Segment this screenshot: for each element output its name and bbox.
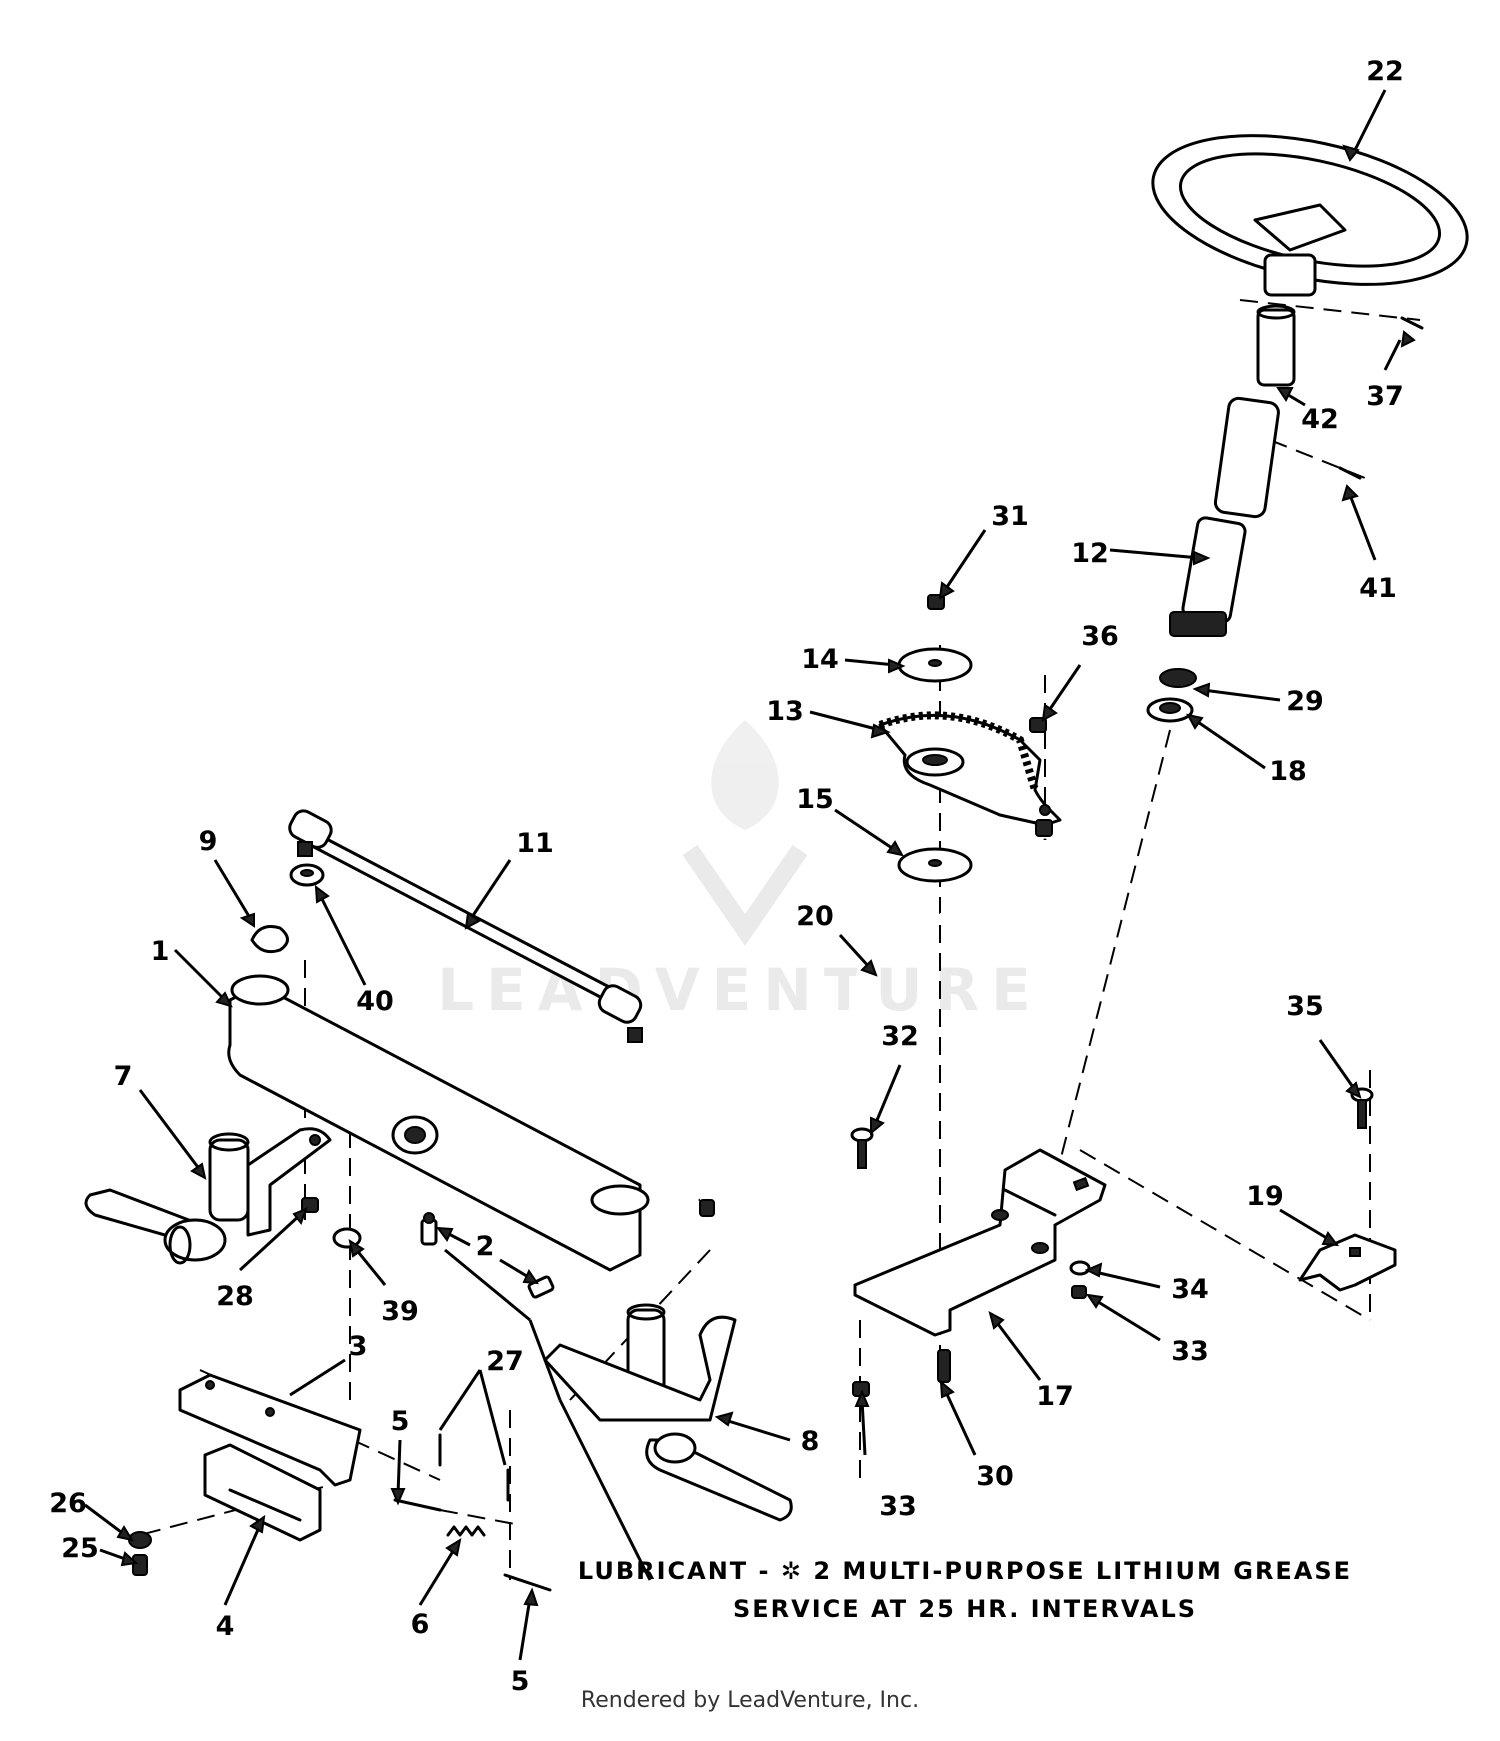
- steering-tube: [1213, 396, 1280, 519]
- callout-40: 40: [356, 986, 394, 1017]
- callout-8: 8: [801, 1426, 820, 1457]
- tie-rod: [288, 809, 643, 1043]
- spindle-right: [543, 1303, 793, 1522]
- washer-15: [897, 847, 973, 883]
- callout-5-lower: 5: [511, 1666, 530, 1697]
- callout-13: 13: [766, 696, 804, 727]
- washer-14: [897, 647, 973, 683]
- grease-fitting-1: [420, 1212, 438, 1246]
- lubricant-note: LUBRICANT - ✲ 2 MULTI-PURPOSE LITHIUM GR…: [577, 1557, 1353, 1585]
- callout-37: 37: [1366, 381, 1404, 412]
- callout-30: 30: [976, 1461, 1014, 1492]
- callout-27: 27: [486, 1346, 524, 1377]
- footer-credit: Rendered by LeadVenture, Inc.: [580, 1688, 920, 1713]
- bolt-32: [850, 1127, 874, 1169]
- bolt-30: [937, 1349, 951, 1383]
- pin-5-upper: [393, 1498, 442, 1512]
- washer-34: [1069, 1260, 1091, 1276]
- callout-18: 18: [1269, 756, 1307, 787]
- callout-labels: 22 37 42 41 12 31 36 14 13 29 18 15 9 11…: [49, 56, 1404, 1697]
- callout-33-right: 33: [1171, 1336, 1209, 1367]
- callout-34: 34: [1171, 1274, 1209, 1305]
- callout-39: 39: [381, 1296, 419, 1327]
- callout-33-lower: 33: [879, 1491, 917, 1522]
- leader-lines: [84, 89, 1416, 1661]
- service-interval-note: SERVICE AT 25 HR. INTERVALS: [732, 1595, 1198, 1623]
- spring-6: [446, 1525, 486, 1537]
- callout-17: 17: [1036, 1381, 1074, 1412]
- drag-link: [698, 819, 1053, 1217]
- sector-gear: [878, 711, 1062, 827]
- clip-9: [250, 925, 289, 954]
- callout-19: 19: [1246, 1181, 1284, 1212]
- callout-25: 25: [61, 1533, 99, 1564]
- callout-36: 36: [1081, 621, 1119, 652]
- callout-4: 4: [216, 1611, 235, 1642]
- callout-14: 14: [801, 644, 839, 675]
- callout-9: 9: [199, 826, 218, 857]
- callout-2: 2: [476, 1231, 495, 1262]
- washer-29: [1159, 668, 1197, 688]
- bushing-18: [1146, 697, 1194, 723]
- callout-3: 3: [349, 1331, 368, 1362]
- steering-wheel: [1151, 134, 1469, 297]
- callout-20: 20: [796, 901, 834, 932]
- bracket-19: [1298, 1233, 1397, 1292]
- callout-22: 22: [1366, 56, 1404, 87]
- roll-pin-37: [1400, 316, 1424, 330]
- front-axle: [227, 974, 650, 1272]
- callout-28: 28: [216, 1281, 254, 1312]
- callout-41: 41: [1359, 573, 1397, 604]
- nut-33-upper: [1071, 1285, 1087, 1299]
- steering-support-plate: [853, 1148, 1107, 1337]
- callout-5-upper: 5: [391, 1406, 410, 1437]
- callout-11: 11: [516, 828, 554, 859]
- callout-32: 32: [881, 1021, 919, 1052]
- washer-40: [289, 863, 325, 887]
- callout-6: 6: [411, 1609, 430, 1640]
- axle-bracket: [178, 1373, 362, 1487]
- callout-1: 1: [151, 936, 170, 967]
- callout-7: 7: [114, 1061, 133, 1092]
- callout-35: 35: [1286, 991, 1324, 1022]
- bolt-25: [132, 1554, 148, 1576]
- watermark: LEADVENTURE: [437, 720, 1043, 1024]
- callout-31: 31: [991, 501, 1029, 532]
- callout-29: 29: [1286, 686, 1324, 717]
- callout-26: 26: [49, 1488, 87, 1519]
- spindle-left: [84, 1127, 332, 1265]
- pivot-bracket: [203, 1443, 322, 1542]
- steering-shaft: [1169, 516, 1247, 637]
- grease-fitting-2: [527, 1275, 555, 1299]
- watermark-text: LEADVENTURE: [437, 956, 1043, 1024]
- steering-adapter: [1256, 304, 1296, 387]
- callout-42: 42: [1301, 404, 1339, 435]
- roll-pin-41: [1338, 466, 1362, 480]
- callout-12: 12: [1071, 538, 1109, 569]
- callout-15: 15: [796, 784, 834, 815]
- pin-5-lower: [503, 1573, 552, 1592]
